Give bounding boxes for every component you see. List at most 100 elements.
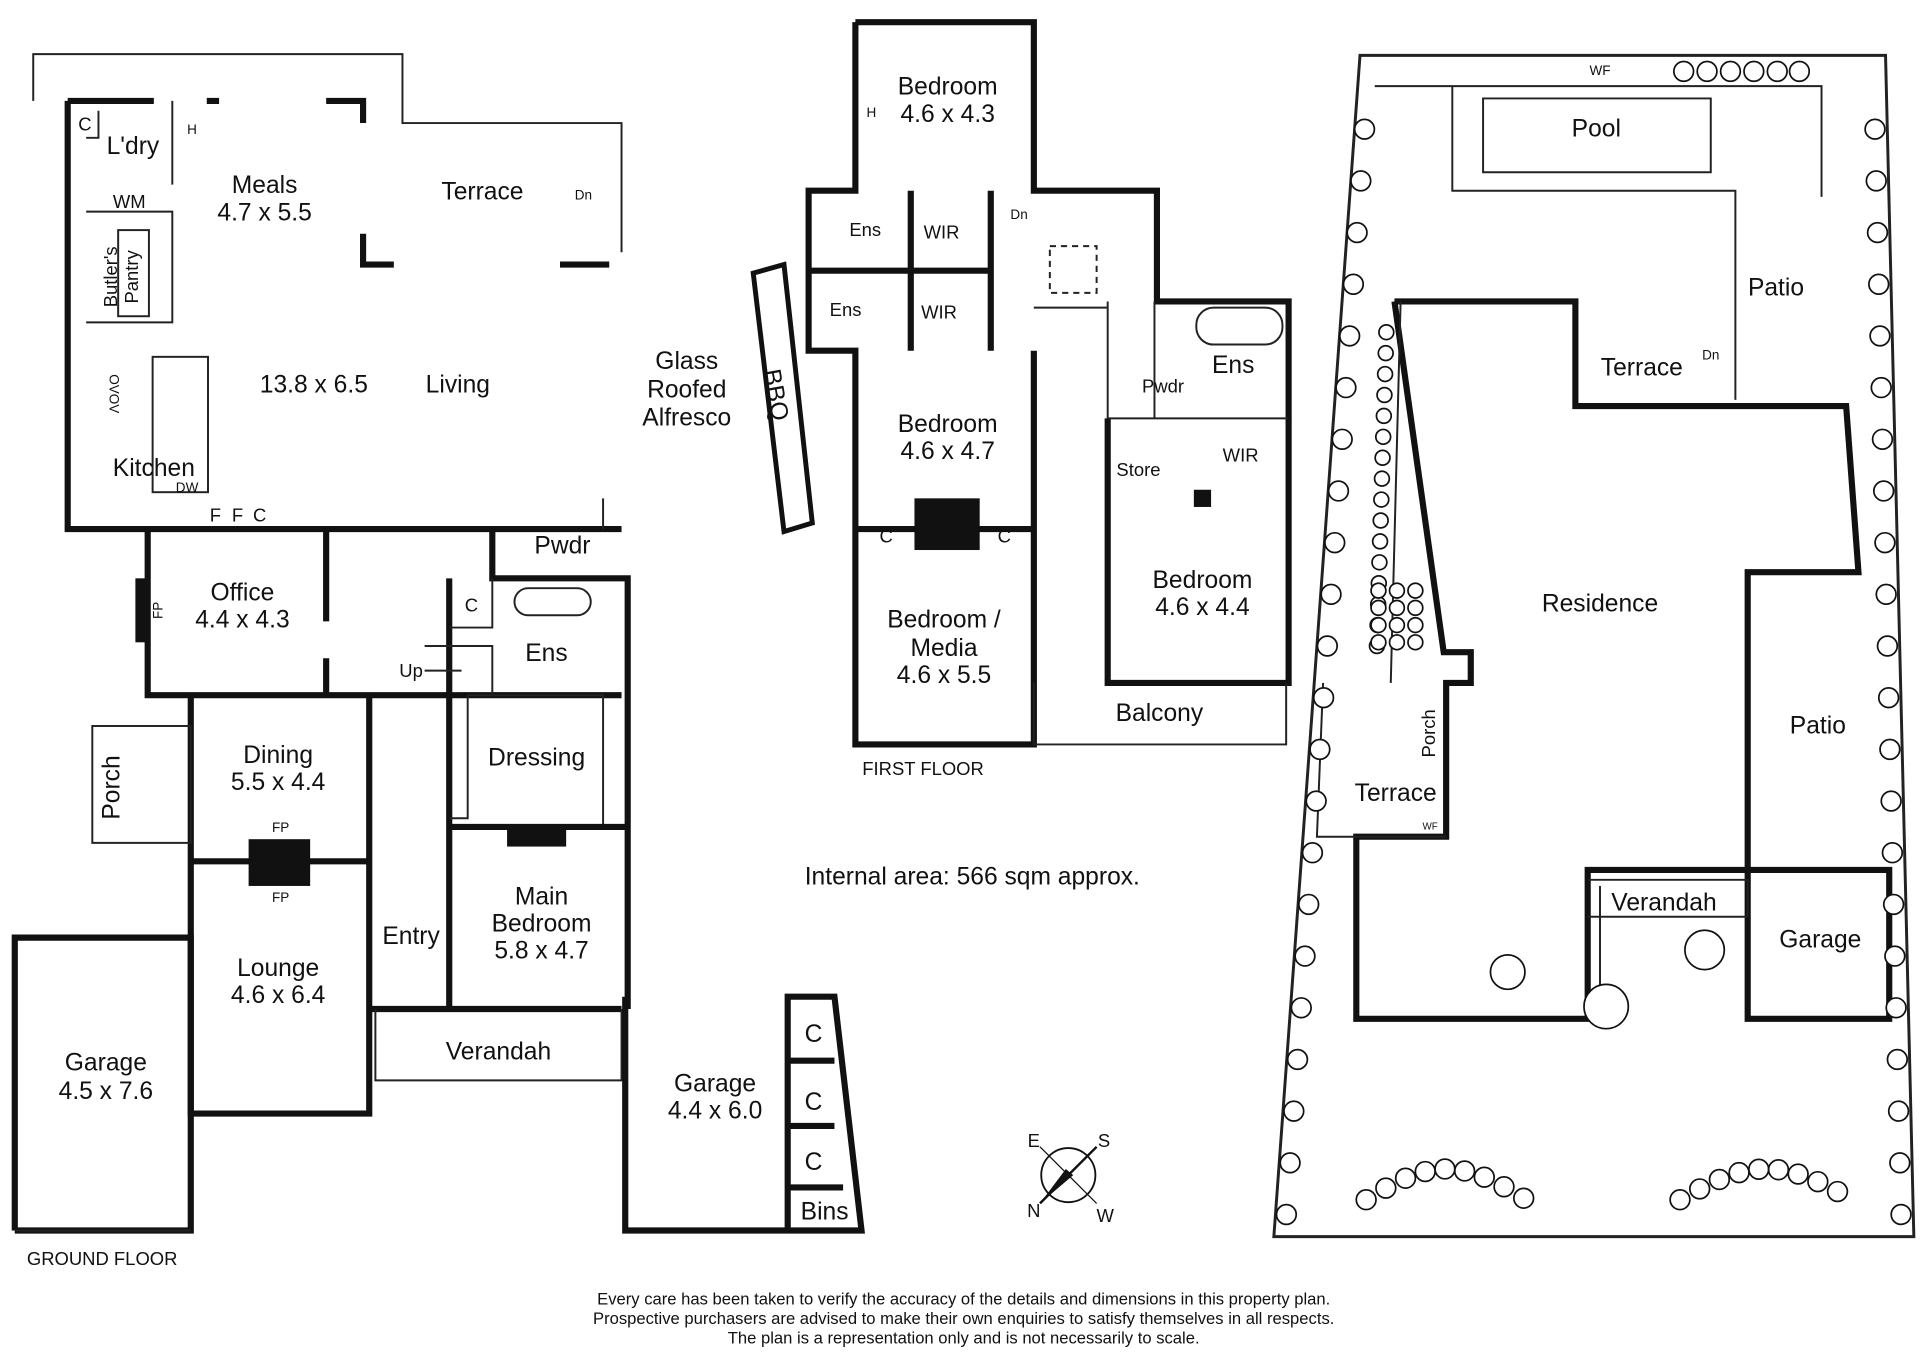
shrub-icon [1331, 428, 1353, 450]
shrub-icon [1708, 1168, 1731, 1191]
site-label-terrace: Terrace [1601, 354, 1683, 381]
shrub-icon [1355, 1189, 1377, 1211]
shrub-icon [1826, 1180, 1849, 1203]
room-label-ensuite: Ens [525, 640, 567, 667]
room-label-laundry: L'dry [107, 133, 160, 160]
shrub-icon [1394, 1167, 1417, 1189]
shrub-icon [1868, 273, 1890, 295]
shrub-icon [1866, 221, 1889, 244]
shrub-icon [1787, 1163, 1809, 1185]
shrub-icon [1376, 386, 1393, 404]
shrub-icon [1375, 407, 1393, 425]
shrub-icon [1414, 1160, 1436, 1183]
site-label-pool: Pool [1572, 116, 1621, 143]
dishwasher-label: DW [176, 480, 199, 495]
disclaimer-line: Every care has been taken to verify the … [597, 1289, 1330, 1308]
room-label-living: Living [426, 372, 490, 399]
shrub-icon [1316, 635, 1339, 657]
room-dim-living: 13.8 x 6.5 [260, 372, 368, 399]
compass-labels: E S N W [1027, 1130, 1114, 1226]
room-dim-bedroom: 4.6 x 4.7 [900, 438, 994, 465]
shrub-icon [1767, 1159, 1790, 1181]
room-label-ensuite: Ens [849, 219, 881, 240]
shrub-icon [1748, 1158, 1770, 1180]
wf-label: WF [1423, 821, 1438, 832]
shrub-icon [1407, 582, 1424, 599]
shrub-icon [1669, 1189, 1691, 1211]
room-label-wir: WIR [921, 302, 957, 323]
shrub-icon [1890, 1203, 1912, 1226]
shrub-icon [1373, 491, 1390, 508]
shrub-icon [1294, 945, 1316, 967]
room-dim-bedroom: 4.6 x 4.4 [1155, 594, 1249, 621]
shrub-icon [1877, 686, 1900, 709]
room-label-bedroom: Bedroom [1153, 567, 1253, 594]
shrub-icon [1290, 997, 1312, 1019]
stairs-up-label: Up [399, 660, 423, 681]
shrub-icon [1373, 470, 1391, 487]
room-label-bedroom-media: Media [910, 635, 977, 662]
ground-floor-labels: L'dry C H Meals 4.7 x 5.5 Terrace Dn WM … [27, 113, 849, 1269]
shrub-icon [1688, 1178, 1711, 1200]
room-label-lounge: Lounge [237, 955, 319, 982]
room-label-pantry: Pantry [121, 249, 142, 303]
shrub-icon [1375, 1177, 1397, 1199]
cupboard-label: C [879, 526, 892, 547]
room-label-bedroom-media: Bedroom / [887, 607, 1001, 634]
shrub-icon [1684, 929, 1726, 971]
shrub-icon [1376, 365, 1394, 383]
shrub-icon [1728, 1161, 1750, 1184]
shrub-icon [1305, 790, 1327, 812]
cupboard-label: C [805, 1089, 823, 1116]
shrub-icon [1370, 599, 1387, 617]
room-label-terrace: Terrace [441, 178, 523, 205]
fridge-label: F [210, 505, 221, 526]
shrub-icon [1871, 428, 1894, 450]
shrub-icon [1275, 1203, 1298, 1226]
shrub-icon [1696, 60, 1718, 83]
shrub-icon [1388, 616, 1406, 634]
first-floor-plan [805, 19, 1292, 748]
room-label-bins: Bins [801, 1198, 849, 1225]
shrub-icon [1880, 790, 1902, 812]
shrub-icon [1353, 118, 1376, 140]
room-label-powder: Pwdr [1142, 376, 1184, 397]
fireplace-label: FP [272, 820, 289, 835]
shrub-icon [1283, 1100, 1305, 1122]
cupboard-label: C [805, 1021, 823, 1048]
shrub-icon [1407, 634, 1424, 651]
shrub-icon [1870, 376, 1892, 399]
room-label-ensuite: Ens [1212, 352, 1254, 379]
room-label-dressing: Dressing [488, 744, 585, 771]
site-label-porch: Porch [1418, 709, 1439, 757]
room-label-main-bedroom: Bedroom [492, 910, 592, 937]
shrub-icon [1374, 449, 1391, 466]
room-label-ensuite: Ens [830, 299, 862, 320]
shrub-icon [1884, 945, 1906, 967]
room-label-main-bedroom: Main [515, 883, 568, 910]
shrub-icon [1309, 738, 1331, 761]
room-dim-dining: 5.5 x 4.4 [231, 769, 325, 796]
room-dim-bedroom: 4.6 x 4.3 [900, 101, 994, 128]
room-label-kitchen: Kitchen [113, 455, 195, 482]
compass-e: E [1028, 1130, 1040, 1151]
shrub-icon [1882, 893, 1905, 916]
room-dim-bedroom-media: 4.6 x 5.5 [897, 662, 991, 689]
washing-machine-label: WM [113, 191, 146, 212]
cupboard-label: C [465, 595, 478, 616]
first-floor-labels: Bedroom 4.6 x 4.3 H Ens WIR Ens WIR Dn B… [805, 74, 1259, 891]
shrub-icon [1372, 512, 1389, 529]
shrub-icon [1473, 1166, 1496, 1188]
shrub-icon [1886, 1048, 1909, 1071]
room-label-powder: Pwdr [534, 533, 590, 560]
shrub-icon [1350, 170, 1372, 192]
room-label-dining: Dining [243, 742, 313, 769]
shrub-icon [1279, 1152, 1301, 1174]
room-label-balcony: Balcony [1116, 700, 1204, 727]
stairs-down-label: Dn [1702, 347, 1719, 362]
site-label-residence: Residence [1542, 591, 1658, 618]
floor-title-first: FIRST FLOOR [862, 758, 984, 779]
stairs-down-label: Dn [1010, 207, 1027, 222]
shrub-icon [1887, 1100, 1910, 1122]
room-label-entry: Entry [382, 923, 440, 950]
